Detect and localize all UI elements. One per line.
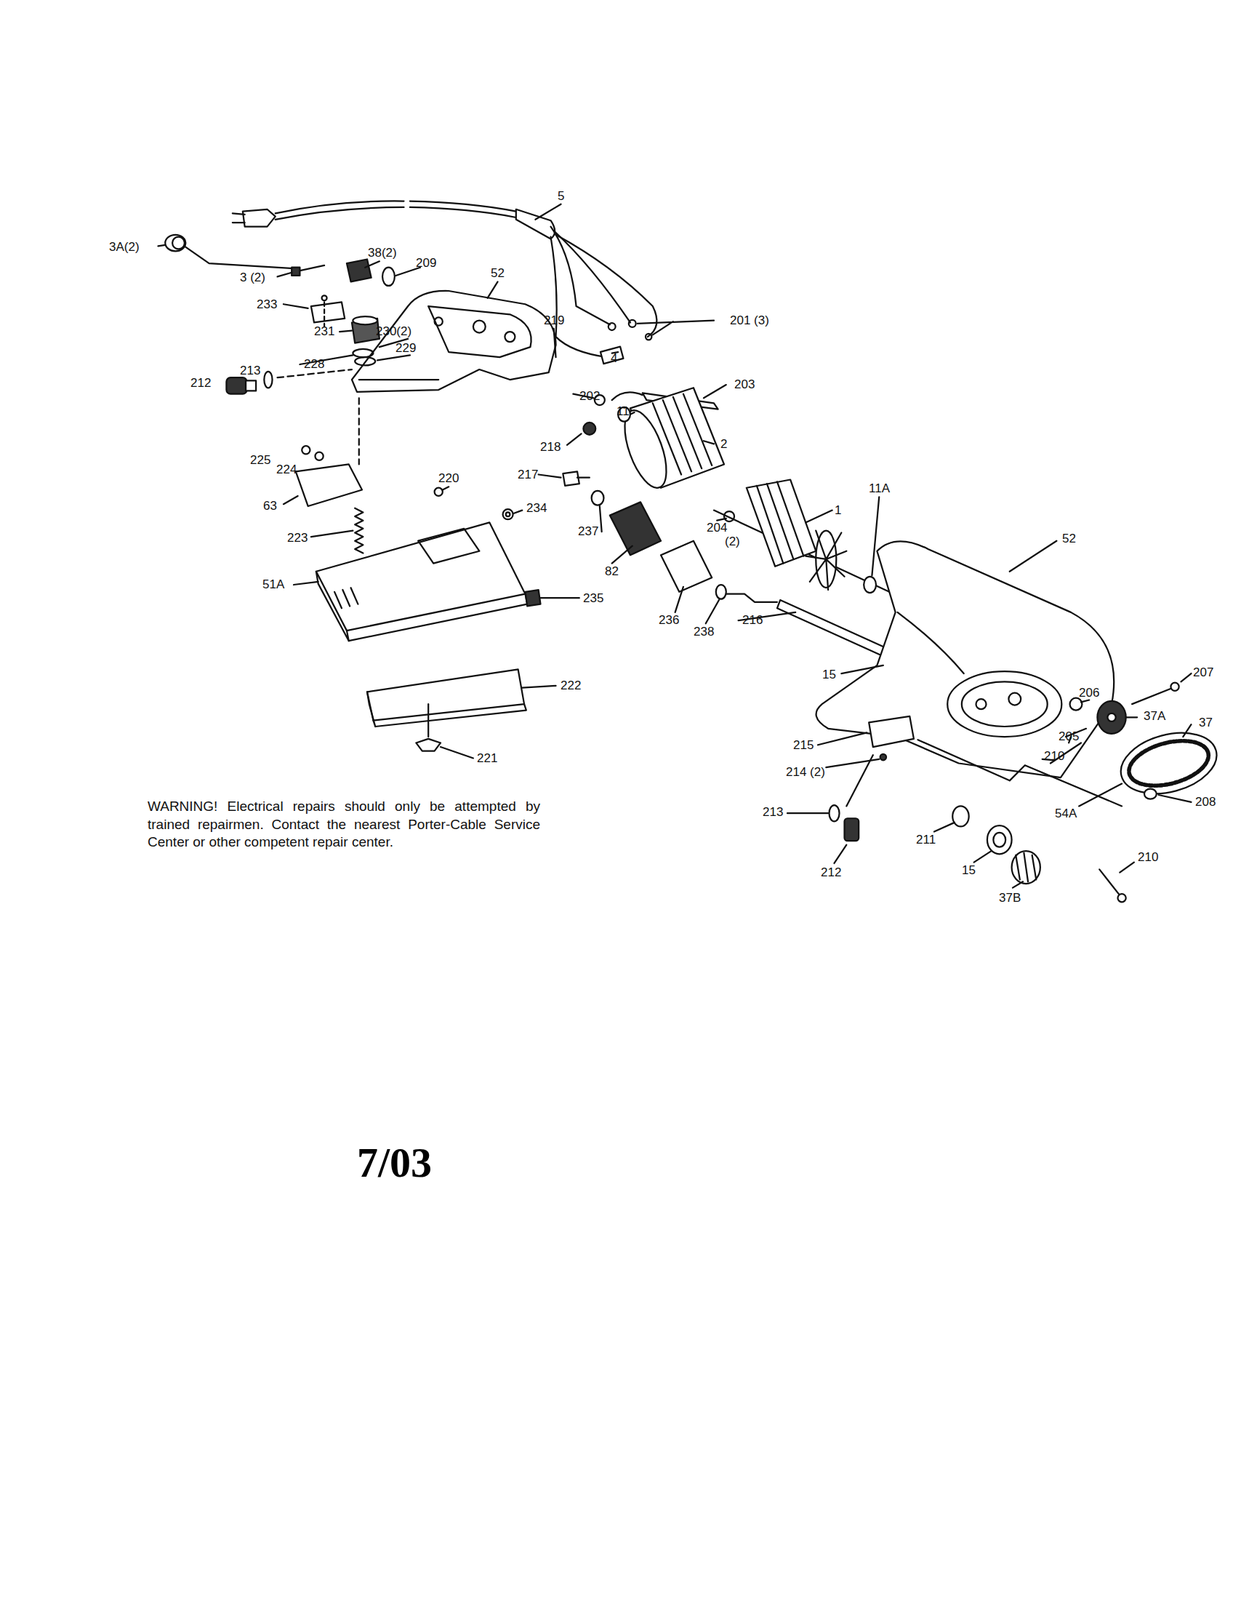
callout-number: 213 [239,364,261,377]
callout-number: 4 [610,351,618,365]
callout-number: 221 [476,751,498,765]
callout-number: 37 [1198,716,1213,729]
callout-number: 214 (2) [785,765,826,778]
callout-number: 37B [998,891,1021,904]
callout-number: 63 [263,499,277,512]
callout-number: 11A [868,482,890,495]
callout-number: 228 [303,357,325,371]
callout-number: 203 [734,378,755,391]
callout-number: 210 [1043,749,1065,762]
callout-number: 54A [1054,806,1077,820]
callout-number: 52 [1062,532,1076,545]
callout-number: 11 [616,404,630,418]
callout-number: 201 (3) [729,314,770,327]
warning-note: WARNING! Electrical repairs should only … [147,797,541,852]
callout-number: 204 [706,521,728,534]
callout-number: 216 [742,613,763,626]
callout-number: 225 [250,453,271,467]
callout-number: 231 [314,324,335,338]
callout-number: 222 [560,679,581,692]
callout-number: 3 (2) [239,271,266,284]
callout-number: 206 [1078,686,1100,699]
callout-number: 51A [262,577,285,591]
date-code: 7/03 [356,1141,432,1184]
callout-number: 237 [577,524,599,538]
callout-number: 211 [916,833,936,846]
callout-number: 208 [1195,795,1216,808]
callout-number: 219 [543,314,565,327]
callout-number: 37A [1143,709,1166,722]
callout-number: 3A(2) [109,240,140,253]
callout-number: 224 [276,463,297,476]
callout-number: 235 [583,591,604,605]
callout-number: 210 [1137,850,1159,863]
callout-number: 212 [190,376,211,389]
callout-number: 233 [256,298,277,311]
callout-number: 15 [961,863,976,877]
callout-number: 215 [793,738,814,751]
callout-number: 218 [540,440,561,453]
callout-number: 15 [822,668,837,681]
callout-number: 82 [604,564,619,578]
callout-number: 2 [720,437,728,451]
callout-number: 52 [490,266,505,280]
callout-number: 223 [287,531,308,544]
callout-number: 229 [395,341,416,355]
callout-number: 236 [658,613,680,626]
callout-number: 205 [1058,729,1079,743]
callout-number: 38(2) [367,246,397,259]
callout-number: 230(2) [375,324,412,338]
callout-number: (2) [724,535,741,548]
callout-number: 202 [579,389,600,403]
callout-number: 5 [557,189,565,203]
callout-number: 212 [820,865,842,879]
callout-number: 220 [438,471,459,485]
callout-number: 209 [415,256,437,269]
callout-number: 207 [1193,665,1214,679]
callout-number: 1 [834,503,842,517]
callout-number: 217 [517,468,538,481]
callout-number: 234 [526,501,547,514]
callout-number: 213 [762,805,783,818]
callout-number: 238 [693,625,714,638]
